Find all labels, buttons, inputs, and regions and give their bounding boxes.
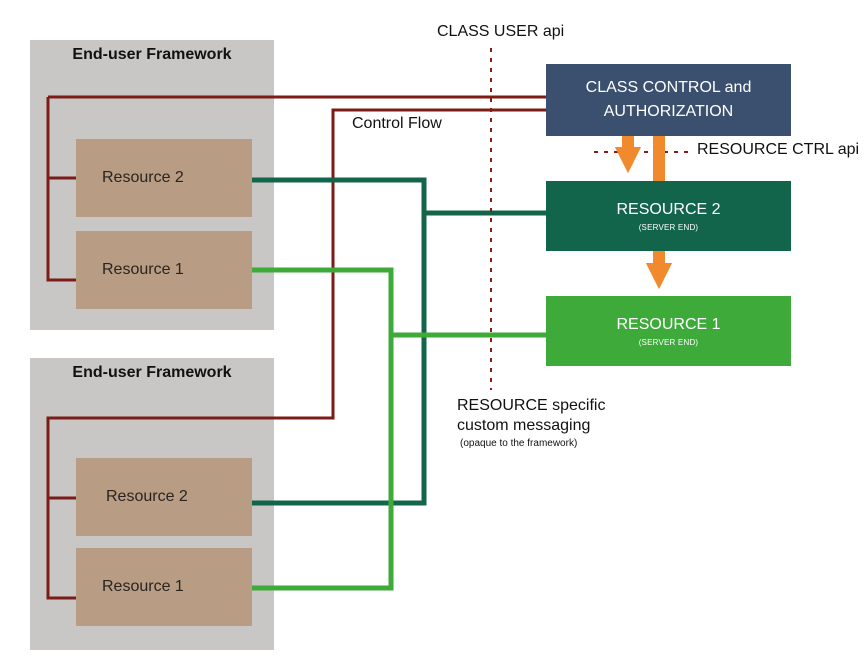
class-control-authorization-box: CLASS CONTROL and AUTHORIZATION (546, 64, 791, 136)
client-resource-2-bottom: Resource 2 (76, 458, 252, 536)
resource-2-link (252, 177, 548, 506)
resource-label: Resource 1 (102, 578, 184, 595)
server-resource-1-box: RESOURCE 1 (SERVER END) (546, 296, 791, 366)
client-resource-2-top: Resource 2 (76, 139, 252, 217)
server-resource-2-subtitle: (SERVER END) (638, 222, 699, 232)
framework-title: End-user Framework (72, 364, 232, 381)
control-line-1: CLASS CONTROL and (585, 79, 752, 96)
resource-ctrl-api-label: RESOURCE CTRL api (697, 141, 860, 158)
framework-title: End-user Framework (72, 46, 232, 63)
class-user-api-label: CLASS USER api (437, 23, 565, 40)
custom-messaging-note: (opaque to the framework) (460, 438, 578, 449)
server-resource-2-title: RESOURCE 2 (616, 200, 721, 218)
custom-messaging-label-line-2: custom messaging (457, 417, 591, 434)
client-resource-1-bottom: Resource 1 (76, 548, 252, 626)
resource-label: Resource 1 (102, 261, 184, 278)
resource-1-link (252, 267, 548, 591)
client-resource-1-top: Resource 1 (76, 231, 252, 309)
custom-messaging-label-line-1: RESOURCE specific (457, 397, 606, 414)
control-flow-label: Control Flow (352, 115, 442, 132)
resource-label: Resource 2 (106, 488, 188, 505)
control-line-2: AUTHORIZATION (603, 103, 734, 120)
server-resource-2-box: RESOURCE 2 (SERVER END) (546, 181, 791, 251)
control-flow-line-bottom (46, 108, 548, 600)
server-resource-1-subtitle: (SERVER END) (638, 337, 699, 347)
resource-label: Resource 2 (102, 169, 184, 186)
control-flow-line-top (46, 95, 548, 282)
server-resource-1-title: RESOURCE 1 (616, 315, 721, 333)
